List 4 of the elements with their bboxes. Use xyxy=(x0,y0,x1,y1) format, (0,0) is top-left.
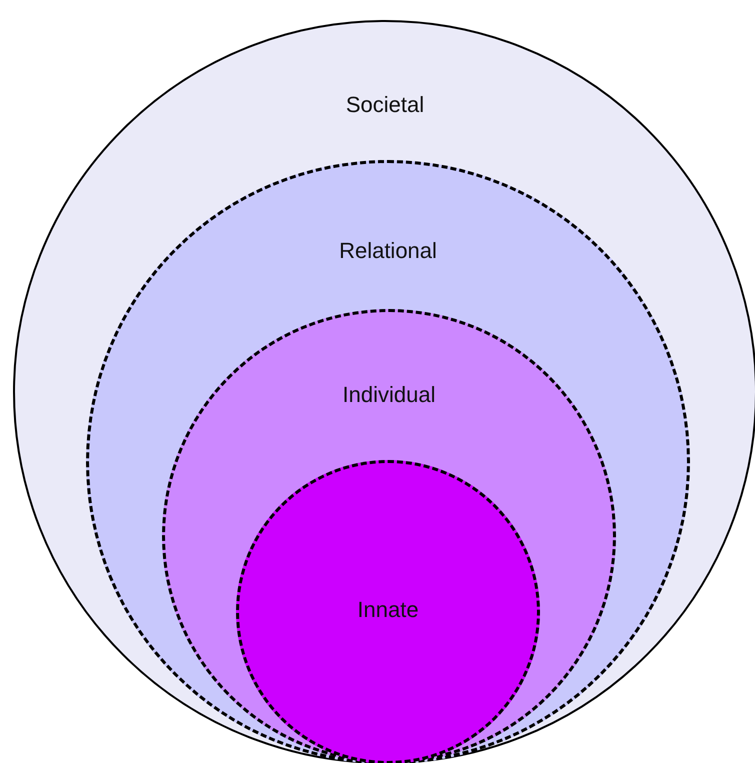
region-label: Individual xyxy=(342,382,436,408)
region-label: Innate xyxy=(357,597,419,623)
region-label: Relational xyxy=(339,238,437,264)
region-label: Societal xyxy=(346,92,424,118)
